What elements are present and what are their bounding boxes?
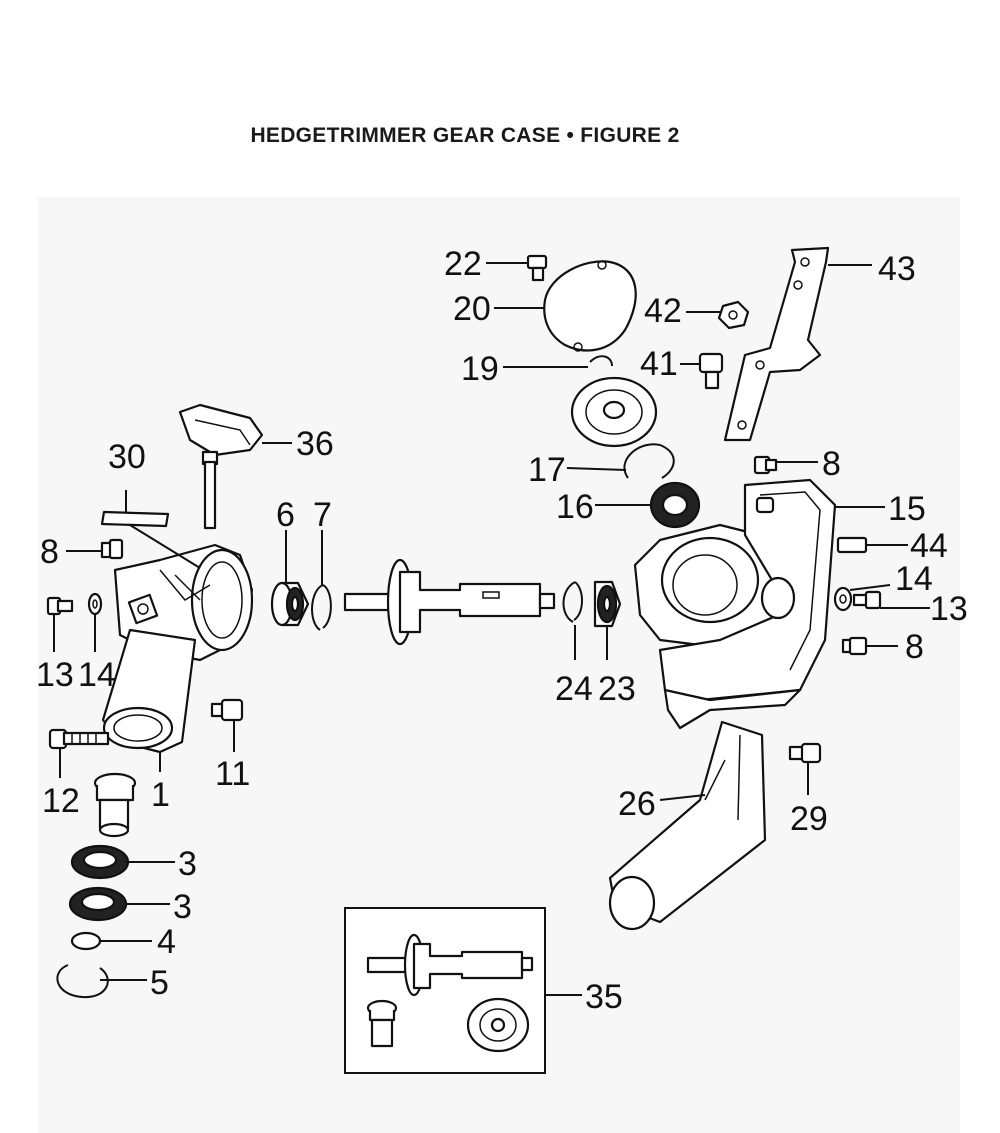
screw-11 (210, 698, 244, 722)
callout-3-lower: 3 (173, 888, 192, 926)
leader-lines (53, 262, 930, 996)
callout-43: 43 (878, 250, 916, 288)
grease-fitting-8-left (100, 538, 124, 560)
callout-8-left: 8 (40, 533, 59, 571)
bearing-16 (649, 481, 701, 529)
callout-36: 36 (296, 425, 334, 463)
figure-title: HEDGETRIMMER GEAR CASE • FIGURE 2 (250, 124, 680, 147)
screw-13-left (46, 596, 74, 616)
callout-8-upper-right: 8 (822, 445, 841, 483)
callout-15: 15 (888, 490, 926, 528)
locking-knob-36 (178, 403, 264, 530)
callout-3-upper: 3 (178, 845, 197, 883)
bearing-23 (593, 580, 622, 628)
grease-fitting-8-upper-right (753, 455, 778, 475)
callout-30: 30 (108, 438, 146, 476)
mounting-bracket-43 (723, 246, 830, 442)
callout-23: 23 (598, 670, 636, 708)
callout-labels: 22 20 19 42 41 43 17 16 8 15 44 14 13 8 … (36, 245, 968, 1016)
callout-42: 42 (644, 292, 682, 330)
callout-13-left: 13 (36, 656, 74, 694)
bolt-41 (698, 352, 724, 390)
callout-8-lower-right: 8 (905, 628, 924, 666)
key-44 (836, 536, 868, 554)
callout-1: 1 (151, 776, 170, 814)
bolt-12 (48, 728, 110, 750)
snap-ring-5 (56, 964, 109, 999)
gear-cover-20 (543, 260, 637, 352)
callout-13-right: 13 (930, 590, 968, 628)
grease-fitting-8-lower-right (841, 636, 868, 656)
snap-ring-24 (562, 581, 583, 623)
callout-12: 12 (42, 782, 80, 820)
callout-35: 35 (585, 978, 623, 1016)
bearing-3-upper (70, 844, 130, 880)
callout-5: 5 (150, 964, 169, 1002)
callout-20: 20 (453, 290, 491, 328)
callout-24: 24 (555, 670, 593, 708)
callout-41: 41 (640, 345, 678, 383)
kit-box-35 (344, 907, 546, 1074)
bearing-6 (270, 581, 310, 627)
callout-7: 7 (313, 496, 332, 534)
callout-29: 29 (790, 800, 828, 838)
label-tag-30 (100, 510, 201, 569)
bushing-left (93, 772, 137, 838)
callout-19: 19 (461, 350, 499, 388)
snap-ring-7 (311, 584, 332, 631)
washer-14-right (833, 586, 853, 612)
screw-29 (788, 742, 822, 764)
screw-22 (526, 254, 548, 282)
gear-plate (570, 376, 658, 448)
handle-26 (608, 720, 767, 931)
snap-ring-17 (623, 443, 675, 479)
washer-14-left (87, 592, 103, 616)
retaining-clip-19 (589, 355, 613, 367)
callout-16: 16 (556, 488, 594, 526)
callout-14-left: 14 (78, 656, 116, 694)
o-ring-4 (70, 931, 102, 951)
callout-6: 6 (276, 496, 295, 534)
nut-42 (717, 300, 750, 330)
callout-4: 4 (157, 923, 176, 961)
callout-17: 17 (528, 451, 566, 489)
gear-case-housing-right (633, 478, 837, 730)
screw-13-right (852, 590, 882, 610)
callout-26: 26 (618, 785, 656, 823)
callout-44: 44 (910, 527, 948, 565)
callout-11: 11 (215, 755, 250, 793)
drive-shaft (343, 558, 556, 646)
callout-22: 22 (444, 245, 482, 283)
callout-14-right: 14 (895, 560, 933, 598)
bearing-3-lower (68, 886, 128, 922)
